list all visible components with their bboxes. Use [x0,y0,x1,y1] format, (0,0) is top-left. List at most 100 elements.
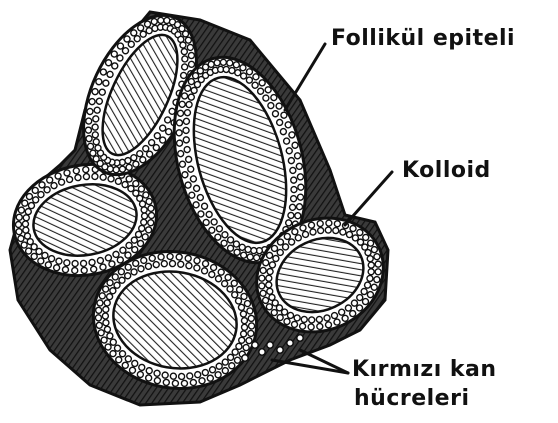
epithelial-cell [241,317,248,324]
epithelial-cell [215,371,222,378]
epithelial-cell [140,257,147,264]
epithelial-cell [188,93,195,100]
epithelial-cell [201,203,208,210]
epithelial-cell [118,268,125,275]
epithelial-cell [241,324,248,331]
epithelial-cell [26,193,33,200]
epithelial-cell [243,344,250,351]
epithelial-cell [108,175,115,182]
red-blood-cell [259,349,265,355]
epithelial-cell [102,319,109,326]
epithelial-cell [205,211,212,218]
epithelial-cell [297,193,304,200]
epithelial-cell [270,94,277,101]
epithelial-cell [185,255,192,262]
epithelial-cell [140,219,147,226]
epithelial-cell [122,362,129,369]
epithelial-cell [183,136,190,143]
epithelial-cell [163,379,170,386]
epithelial-cell [178,373,185,380]
epithelial-cell [251,82,258,89]
epithelial-cell [115,178,122,185]
epithelial-cell [290,186,297,193]
epithelial-cell [55,258,62,265]
epithelial-cell [141,206,148,213]
epithelial-cell [184,181,191,188]
epithelial-cell [177,261,184,268]
epithelial-cell [102,286,109,293]
epithelial-cell [131,268,138,275]
epithelial-cell [248,322,255,329]
epithelial-cell [148,205,155,212]
epithelial-cell [190,175,197,182]
epithelial-cell [179,101,186,108]
epithelial-cell [115,356,122,363]
epithelial-cell [222,359,229,366]
red-blood-cell [242,355,248,361]
epithelial-cell [246,337,253,344]
epithelial-cell [188,191,195,198]
label-colloid: Kolloid [402,158,491,183]
epithelial-cell [170,373,177,380]
epithelial-cell [240,330,247,337]
epithelial-cell [252,73,259,80]
epithelial-cell [181,171,188,178]
epithelial-cell [297,183,304,190]
epithelial-cell [246,76,253,83]
epithelial-cell [131,360,138,367]
epithelial-cell [146,198,153,205]
epithelial-cell [83,173,90,180]
epithelial-cell [132,260,139,267]
epithelial-cell [216,363,223,370]
epithelial-cell [176,119,183,126]
epithelial-cell [235,297,242,304]
epithelial-cell [21,200,28,207]
epithelial-cell [296,163,303,170]
epithelial-cell [218,269,225,276]
epithelial-cell [148,212,155,219]
label-red-blood-cells-line1: Kırmızı kan [352,357,497,382]
epithelial-cell [146,367,153,374]
epithelial-cell [226,59,233,66]
epithelial-cell [253,254,260,261]
epithelial-cell [244,300,251,307]
red-blood-cell [277,347,283,353]
epithelial-cell [137,371,144,378]
epithelial-cell [184,85,191,92]
epithelial-cell [100,174,107,181]
epithelial-cell [96,322,103,329]
epithelial-cell [289,167,296,174]
epithelial-cell [184,109,191,116]
epithelial-cell [72,260,79,267]
red-blood-cell [267,342,273,348]
epithelial-cell [147,219,154,226]
epithelial-cell [169,260,176,267]
epithelial-cell [131,246,138,253]
epithelial-cell [63,259,70,266]
label-follicular-epithelium: Follikül epiteli [331,26,515,51]
epithelial-cell [95,314,102,321]
epithelial-cell [297,173,304,180]
epithelial-cell [15,221,22,228]
epithelial-cell [101,337,108,344]
epithelial-cell [90,266,97,273]
epithelial-cell [138,364,145,371]
epithelial-cell [153,261,160,268]
epithelial-cell [138,265,145,272]
epithelial-cell [286,147,293,154]
epithelial-cell [102,306,109,313]
epithelial-cell [74,174,81,181]
epithelial-cell [18,207,25,214]
epithelial-cell [125,264,132,271]
epithelial-cell [135,231,142,238]
epithelial-cell [280,128,287,135]
epithelial-cell [220,239,227,246]
epithelial-cell [289,204,296,211]
epithelial-cell [110,339,117,346]
epithelial-cell [208,227,215,234]
pointer-line-colloid [345,172,392,225]
epithelial-cell [22,227,29,234]
epithelial-cell [287,212,294,219]
epithelial-cell [209,366,216,373]
